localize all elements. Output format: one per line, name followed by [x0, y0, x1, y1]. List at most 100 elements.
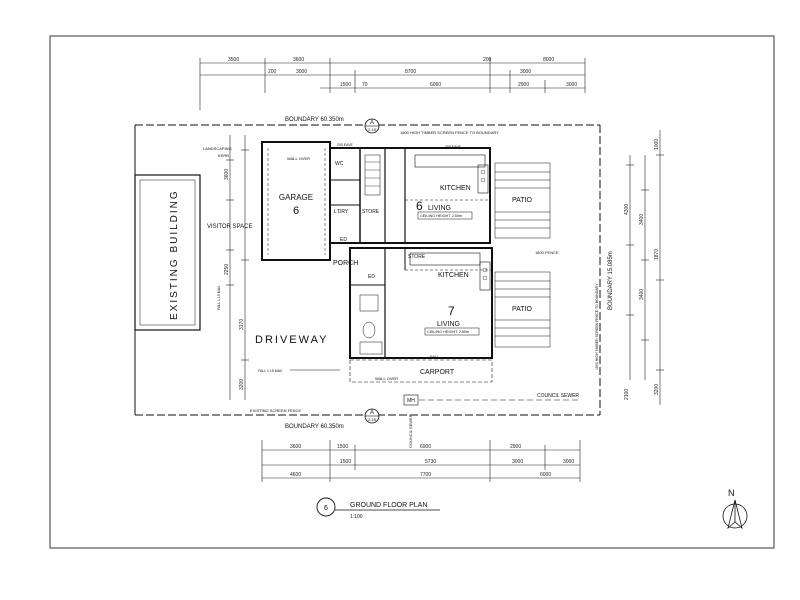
boundary-right-label: BOUNDARY 15.085m — [608, 251, 614, 310]
fall-label-1: FALL 1:15 MAX — [217, 285, 221, 310]
dim-bottom-4: 2900 — [510, 444, 521, 450]
north-label: N — [728, 488, 735, 498]
dim-bottom-10: 7700 — [420, 472, 431, 478]
dim-top-6: 3000 — [296, 69, 307, 75]
ceiling-6-label: CEILING HEIGHT 2.50m — [420, 214, 462, 218]
sewer-line — [403, 394, 580, 406]
section-marker-bottom: A 2.18 — [364, 408, 380, 424]
garage-number: 6 — [293, 205, 299, 217]
dim-right-1: 4300 — [624, 204, 630, 215]
dim-bottom-5: 1500 — [340, 459, 351, 465]
plan-title: GROUND FLOOR PLAN — [350, 502, 427, 509]
dim-left-3: 3170 — [239, 319, 245, 330]
site-boundary — [134, 124, 601, 416]
living-6-number: 6 — [416, 199, 423, 213]
dim-top-12: 2900 — [518, 82, 529, 88]
fence-bottom-label: EXISTING SCREEN FENCE — [250, 408, 301, 413]
sheet-frame — [49, 35, 775, 549]
fall-label-3: FALL — [430, 354, 440, 359]
dim-top-4: 8000 — [543, 57, 554, 63]
svg-text:A: A — [370, 410, 374, 416]
porch-label: PORCH — [333, 260, 358, 267]
ceiling-7-box — [424, 327, 480, 336]
eave-top-label: 450 EAVE — [445, 145, 462, 149]
dim-bottom-3: 6900 — [420, 444, 431, 450]
svg-text:6: 6 — [324, 505, 328, 512]
carport — [349, 359, 493, 383]
boundary-top-label: BOUNDARY 60.350m — [285, 117, 344, 123]
dim-right-4: 1000 — [654, 139, 660, 150]
dim-top-3: 200 — [483, 57, 492, 63]
store-7-label: STORE — [408, 254, 426, 260]
kitchen-6-label: KITCHEN — [440, 185, 471, 192]
ed-7-label: ED — [368, 274, 375, 280]
fence-right-label: 1800 HIGH TIMBER SCREEN FENCE TO BOUNDAR… — [595, 283, 599, 370]
patio-6-label: PATIO — [512, 197, 533, 204]
garage-label: GARAGE — [279, 193, 313, 202]
bottom-dimensions — [261, 440, 581, 482]
existing-building-label: EXISTING BUILDING — [169, 189, 180, 320]
svg-text:2.18: 2.18 — [368, 417, 377, 422]
council-sewer-label: COUNCIL SEWER — [537, 393, 579, 399]
dim-bottom-6: 5730 — [425, 459, 436, 465]
dim-bottom-2: 1500 — [337, 444, 348, 450]
unit-6-walls — [329, 147, 491, 244]
dim-top-7: 8700 — [405, 69, 416, 75]
dim-right-2: 3400 — [639, 214, 645, 225]
mh-label: MH — [407, 398, 415, 404]
unit-7-walls — [349, 247, 493, 359]
ceiling-7-label: CEILING HEIGHT 2.50m — [427, 330, 469, 334]
dim-top-8: 3000 — [520, 69, 531, 75]
dim-right-5: 1870 — [654, 249, 660, 260]
existing-building — [134, 174, 201, 331]
svg-text:2.18: 2.18 — [368, 127, 377, 132]
eave-top2-label: 200 EAVE — [337, 143, 354, 147]
dim-top-10: 70 — [362, 82, 368, 88]
patio-7-label: PATIO — [512, 306, 533, 313]
drawing-title: 6 — [316, 497, 440, 517]
left-dimensions — [226, 135, 249, 400]
landscaping-label: LANDSCAPING — [203, 146, 232, 151]
dim-top-2: 3600 — [293, 57, 304, 63]
dim-right-3: 3400 — [639, 289, 645, 300]
living-7-number: 7 — [448, 304, 455, 318]
fall-label-2: FALL 1:15 MAX — [258, 369, 283, 373]
dim-top-13: 3000 — [566, 82, 577, 88]
store-6-label: STORE — [362, 209, 380, 215]
living-7-label: LIVING — [437, 321, 460, 328]
patio-6 — [494, 162, 551, 239]
dim-bottom-8: 3000 — [563, 459, 574, 465]
plan-scale: 1:100 — [350, 514, 363, 520]
kitchen-7-label: KITCHEN — [438, 272, 469, 279]
wc-label: WC — [335, 161, 344, 167]
dim-top-11: 6060 — [430, 82, 441, 88]
living-6-label: LIVING — [428, 205, 451, 212]
dim-bottom-1: 3600 — [290, 444, 301, 450]
section-marker-top: A 2.18 — [364, 118, 380, 134]
dim-top-1: 3500 — [228, 57, 239, 63]
dim-top-9: 1500 — [340, 82, 351, 88]
top-dimensions — [199, 58, 586, 110]
dim-bottom-9: 4600 — [290, 472, 301, 478]
patio-7 — [494, 271, 551, 348]
fence-mid-label: 1800 FENCE — [535, 250, 559, 255]
ldry-label: L'DRY — [334, 209, 349, 215]
ed-6-label: ED — [340, 237, 347, 243]
dim-bottom-7: 3000 — [512, 459, 523, 465]
carport-label: CARPORT — [420, 369, 455, 376]
dim-right-7: 2100 — [624, 389, 630, 400]
dim-left-4: 3200 — [239, 379, 245, 390]
boundary-bottom-label: BOUNDARY 60.350m — [285, 424, 344, 430]
wall-over-6-label: WALL OVER — [287, 156, 310, 161]
dim-left-2: 2250 — [224, 264, 230, 275]
driveway-label: DRIVEWAY — [255, 334, 328, 346]
dim-bottom-11: 6000 — [540, 472, 551, 478]
right-dimensions — [626, 130, 664, 405]
north-arrow — [722, 499, 748, 530]
wall-over-7-label: WALL OVER — [375, 376, 398, 381]
council-sewer-vertical: COUNCIL SEWER — [408, 414, 413, 448]
dim-top-5: 200 — [268, 69, 277, 75]
ceiling-6-box — [417, 211, 473, 220]
fence-top-label: 1800 HIGH TIMBER SCREEN FENCE TO BOUNDAR… — [400, 130, 499, 135]
dim-right-6: 3200 — [654, 384, 660, 395]
